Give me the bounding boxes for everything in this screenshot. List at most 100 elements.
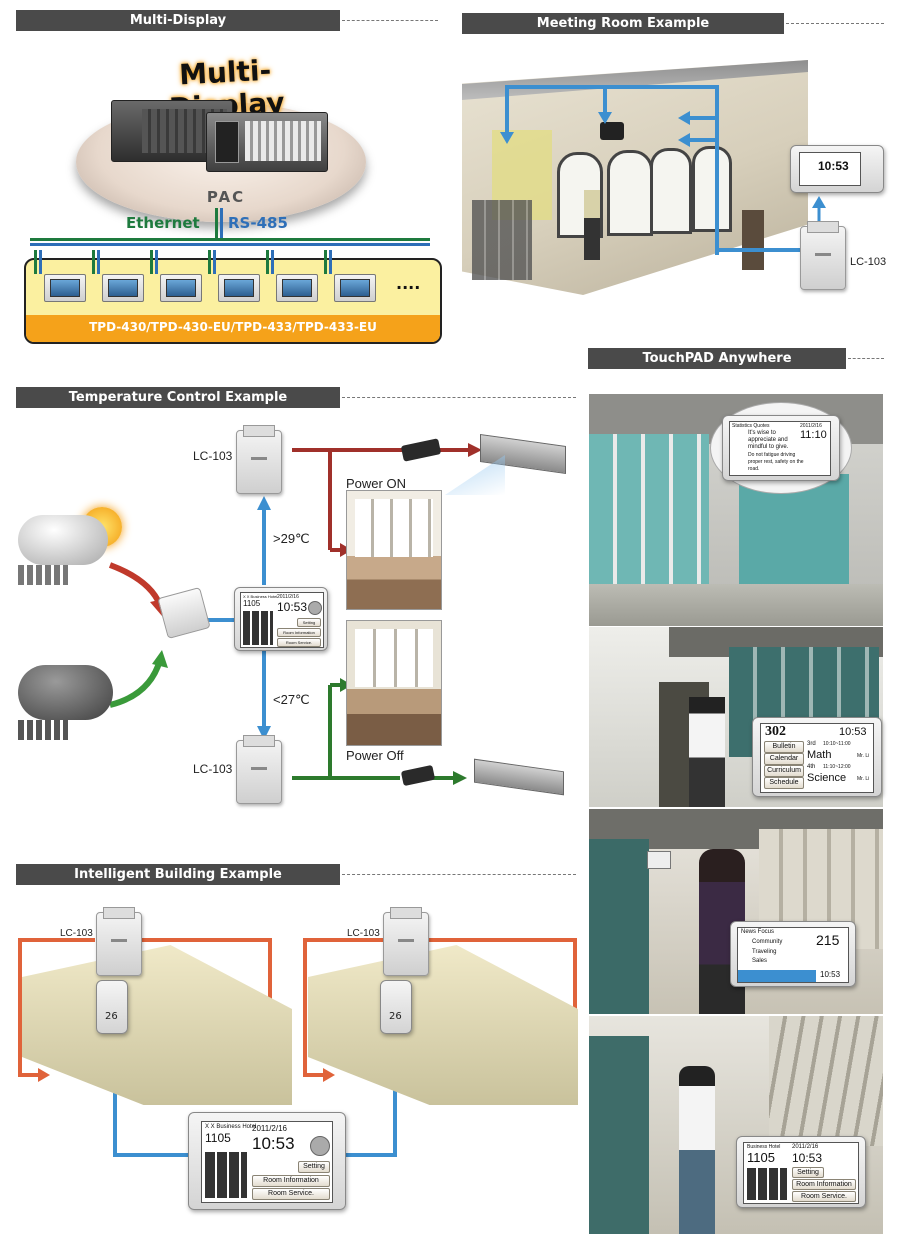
quote-title: Statistics Quotes	[732, 423, 770, 429]
building-hotel-name: X X Business Hotel	[205, 1124, 257, 1130]
school-button-calendar[interactable]: Calendar	[764, 753, 804, 765]
meeting-room-lc103-label: LC-103	[850, 256, 887, 268]
quote-touchpad: Statistics Quotes 2011/2/16 11:10 It's w…	[722, 415, 840, 481]
hotel-small-room: 1105	[747, 1150, 775, 1165]
news-value: 215	[816, 932, 840, 948]
power-off-room-photo	[346, 620, 442, 746]
hotel-touchpad-small: Business Hotel 1105 2011/2/16 10:53 Sett…	[736, 1136, 866, 1208]
school-button-curriculum[interactable]: Curriculum	[764, 765, 804, 777]
window-3	[650, 148, 692, 234]
tpd-touchpad	[334, 274, 376, 302]
presenter-figure	[584, 190, 600, 260]
wall-panel-left-value: 26	[105, 1011, 118, 1022]
lc103-top-label: LC-103	[193, 449, 233, 463]
models-bar	[26, 315, 440, 342]
hotel-small-room-info[interactable]: Room Information	[792, 1179, 856, 1190]
school-room-number: 302	[765, 724, 786, 739]
multi-display-diagram: Multi-Display PAC Ethernet RS-485 TPD-43…	[16, 40, 446, 345]
building-lc103-left	[96, 907, 142, 976]
quote-line: Do not fatigue driving	[748, 452, 796, 458]
temp-panel-date: 2011/2/16	[277, 594, 299, 600]
bus-line-rs485	[30, 243, 430, 246]
school-time-2: 11:10~12:00	[823, 764, 851, 770]
temp-panel-keypad	[243, 611, 273, 645]
school-period-2: 4th	[807, 764, 816, 770]
quote-line: road.	[748, 466, 760, 472]
building-hotel-time: 10:53	[252, 1134, 295, 1153]
hotel-small-room-service[interactable]: Room Service.	[792, 1191, 856, 1202]
building-wall-panel-left: 26	[96, 980, 128, 1034]
temp-panel-setting[interactable]: Setting	[297, 618, 321, 627]
cold-threshold: <27℃	[273, 692, 310, 707]
building-hotel-room-service[interactable]: Room Service.	[252, 1188, 330, 1200]
tpd-touchpad	[218, 274, 260, 302]
hotel-small-date: 2011/2/16	[792, 1144, 819, 1150]
building-hotel-date: 2011/2/16	[252, 1124, 287, 1133]
wall-touchpad	[647, 851, 671, 869]
school-subject-2: Science	[807, 772, 847, 784]
quote-time: 11:10	[800, 429, 827, 441]
tpd-touchpad	[160, 274, 202, 302]
hotel-small-name: Business Hotel	[747, 1144, 781, 1150]
speaker-icon[interactable]	[308, 601, 322, 615]
quote-line: mindful to give.	[748, 444, 789, 450]
easel	[472, 200, 532, 280]
building-hotel-keypad	[205, 1152, 247, 1198]
news-item[interactable]: Traveling	[752, 949, 777, 955]
meeting-room-illustration	[462, 60, 808, 295]
bus-line-ethernet	[30, 238, 430, 241]
school-time-1: 10:10~11:00	[823, 741, 851, 747]
meeting-room-lc103	[800, 221, 846, 290]
building-hotel-room: 1105	[205, 1131, 231, 1145]
meeting-room-time: 10:53	[818, 159, 849, 173]
school-button-schedule[interactable]: Schedule	[764, 777, 804, 789]
models-label: TPD-430/TPD-430-EU/TPD-433/TPD-433-EU	[89, 320, 377, 334]
building-lc103-right	[383, 907, 429, 976]
tpd-touchpad	[276, 274, 318, 302]
building-hotel-setting[interactable]: Setting	[298, 1161, 330, 1173]
section-header-intelligent-building: Intelligent Building Example	[16, 864, 340, 885]
news-item[interactable]: Sales	[752, 958, 768, 964]
lc103-top	[236, 425, 282, 494]
projector	[600, 122, 624, 140]
news-item[interactable]: Community	[752, 939, 783, 945]
school-period-1: 3rd	[807, 741, 816, 747]
building-hotel-touchpad: X X Business Hotel 1105 2011/2/16 10:53 …	[188, 1112, 346, 1210]
power-off-label: Power Off	[346, 748, 404, 763]
cloud-icon-white	[18, 515, 108, 565]
temp-panel-room: 1105	[243, 599, 261, 608]
window-4	[692, 146, 732, 232]
news-toolbar	[738, 970, 816, 982]
divider	[342, 874, 576, 875]
building-lc103-left-label: LC-103	[60, 928, 93, 939]
section-header-multi-display: Multi-Display	[16, 10, 340, 31]
news-touchpad: News Focus Community Traveling Sales 215…	[730, 921, 856, 987]
building-hotel-room-info[interactable]: Room Information	[252, 1175, 330, 1187]
student-figure	[689, 697, 725, 807]
meeting-room-arrows	[500, 85, 802, 255]
temp-panel-room-info[interactable]: Room Information	[277, 628, 321, 637]
hotel-small-time: 10:53	[792, 1151, 823, 1165]
temp-panel-time: 10:53	[277, 600, 308, 614]
cloud-icon-dark	[18, 665, 113, 720]
divider	[786, 23, 884, 24]
hotel-small-setting[interactable]: Setting	[792, 1167, 824, 1178]
city-skyline-icon	[18, 565, 68, 585]
meeting-room-touchpad: 10:53	[790, 145, 884, 193]
section-header-temperature-control: Temperature Control Example	[16, 387, 340, 408]
pac-ethernet-link	[215, 208, 218, 240]
guest-figure	[679, 1066, 715, 1234]
speaker-icon[interactable]	[310, 1136, 330, 1156]
school-button-bulletin[interactable]: Bulletin	[764, 741, 804, 753]
hot-threshold: >29℃	[273, 531, 310, 546]
lc103-bottom-label: LC-103	[193, 762, 233, 776]
quote-line: appreciate and	[748, 437, 788, 443]
section-header-meeting-room: Meeting Room Example	[462, 13, 784, 34]
ethernet-label: Ethernet	[126, 214, 200, 232]
news-time: 10:53	[820, 970, 841, 979]
hotel-small-keypad	[747, 1168, 787, 1200]
school-subject-1: Math	[807, 749, 832, 761]
temp-panel-room-service[interactable]: Room Service.	[277, 638, 321, 647]
pac-device-right	[206, 112, 328, 172]
more-devices-ellipsis: ....	[396, 274, 421, 293]
